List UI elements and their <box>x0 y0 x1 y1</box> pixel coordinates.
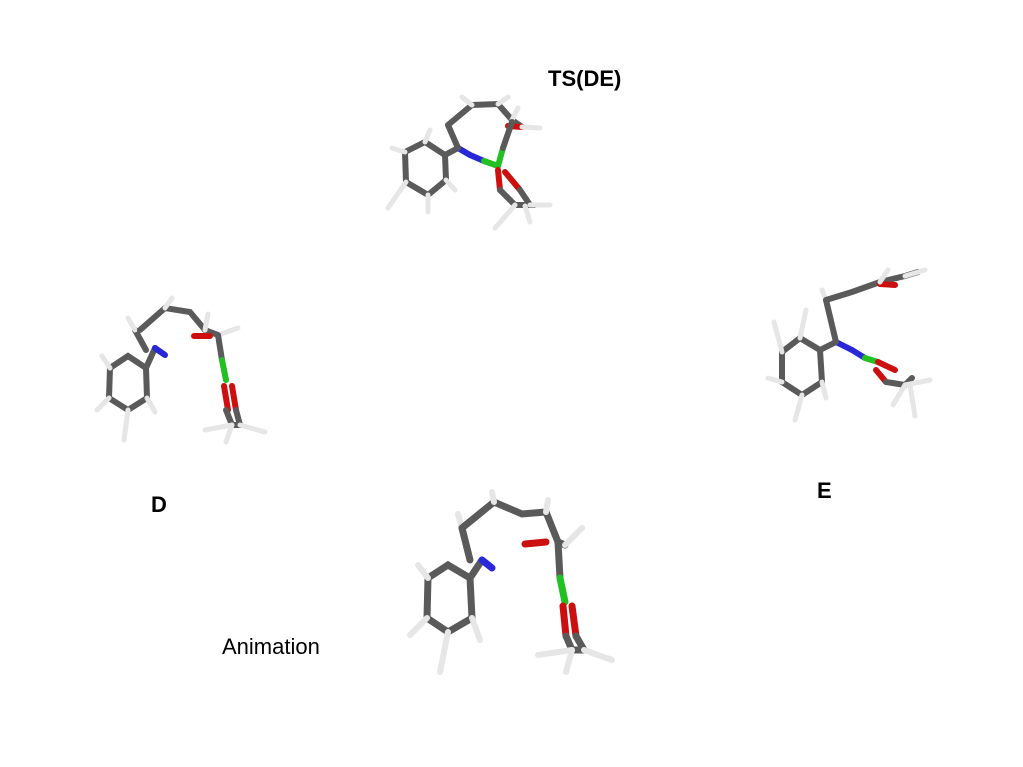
label-animation[interactable]: Animation <box>222 634 320 659</box>
label-e: E <box>817 478 832 503</box>
label-d: D <box>151 492 167 517</box>
label-ts-de: TS(DE) <box>548 66 622 91</box>
